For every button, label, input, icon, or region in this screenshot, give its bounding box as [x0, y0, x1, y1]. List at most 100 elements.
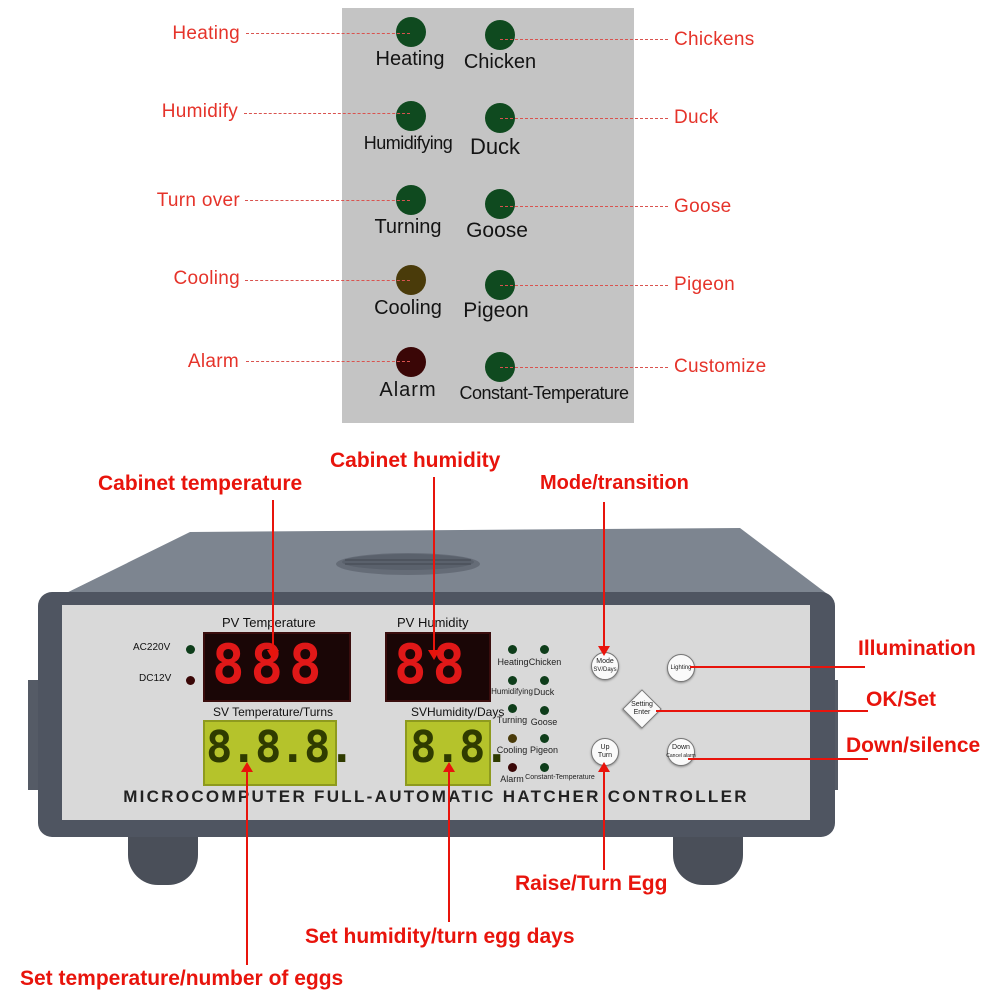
- arrow-cabinet-humidity: [428, 650, 440, 660]
- small-constant-temperature-led: [540, 763, 549, 772]
- arrow-set-temperature: [241, 762, 253, 772]
- callout-cooling: Cooling: [173, 268, 240, 289]
- small-heating-label: Heating: [497, 657, 529, 667]
- callout-line-heating: [246, 33, 410, 34]
- callout-heating: Heating: [172, 23, 240, 44]
- callout-chickens: Chickens: [674, 29, 755, 50]
- cooling-led-label: Cooling: [374, 297, 442, 319]
- pv-temperature-digits: 888: [212, 633, 328, 696]
- annotation-line-cabinet-temperature: [272, 500, 274, 652]
- chicken-led-label: Chicken: [463, 51, 537, 73]
- small-alarm-led: [508, 763, 517, 772]
- ac220v-label: AC220V: [133, 642, 171, 653]
- small-humidifying-label: Humidifying: [491, 687, 533, 696]
- small-turning-label: Turning: [496, 715, 528, 725]
- arrow-mode-transition: [598, 646, 610, 656]
- callout-pigeon: Pigeon: [674, 274, 735, 295]
- small-constant-temperature-label: Constant-Temperature: [525, 774, 595, 781]
- mode-button-bottom: SV/Days: [593, 667, 617, 673]
- callout-line-pigeon: [500, 285, 668, 286]
- up-button-top: Up: [600, 744, 610, 751]
- chicken-led: [485, 20, 515, 50]
- callout-line-turn-over: [245, 200, 410, 201]
- mode-button-top: Mode: [596, 658, 614, 665]
- annotation-line-cabinet-humidity: [433, 477, 435, 652]
- annotation-cabinet-temperature: Cabinet temperature: [98, 472, 303, 495]
- small-cooling-label: Cooling: [496, 745, 528, 755]
- left-foot: [128, 830, 198, 885]
- annotation-set-temperature: Set temperature/number of eggs: [20, 967, 344, 990]
- alarm-led-label: Alarm: [379, 379, 437, 401]
- humidifying-led: [396, 101, 426, 131]
- dc12v-led: [186, 676, 195, 685]
- mode-button[interactable]: Mode SV/Days: [591, 652, 619, 680]
- small-cooling-led: [508, 734, 517, 743]
- turning-led-label: Turning: [374, 216, 442, 238]
- up-button-bottom: Turn: [597, 752, 613, 759]
- annotation-line-raise-turn-egg: [603, 770, 605, 870]
- sv-temperature-display: [203, 720, 337, 786]
- small-pigeon-label: Pigeon: [529, 745, 559, 755]
- annotation-raise-turn-egg: Raise/Turn Egg: [515, 872, 668, 895]
- annotation-line-down-silence: [688, 758, 868, 760]
- duck-led-label: Duck: [469, 134, 521, 159]
- annotation-line-illumination: [690, 666, 865, 668]
- goose-led: [485, 189, 515, 219]
- annotation-set-humidity: Set humidity/turn egg days: [305, 925, 575, 948]
- dc12v-label: DC12V: [139, 673, 172, 684]
- annotation-illumination: Illumination: [858, 637, 976, 660]
- callout-goose: Goose: [674, 196, 732, 217]
- annotation-down-silence: Down/silence: [846, 734, 981, 757]
- goose-led-label: Goose: [466, 219, 528, 242]
- callout-customize: Customize: [674, 356, 767, 377]
- arrow-cabinet-temperature: [267, 650, 279, 660]
- down-button-bottom: Cancel alarm: [666, 753, 696, 759]
- right-foot: [673, 830, 743, 885]
- alarm-led: [396, 347, 426, 377]
- callout-duck: Duck: [674, 107, 719, 128]
- lighting-button-label: Lighting: [670, 665, 692, 671]
- setting-label-top: Setting: [631, 701, 653, 708]
- callout-line-alarm: [246, 361, 410, 362]
- setting-enter-label: Setting Enter: [622, 701, 662, 717]
- device-top-cover: [48, 528, 830, 602]
- annotation-cabinet-humidity: Cabinet humidity: [330, 449, 501, 472]
- callout-line-chickens: [500, 39, 668, 40]
- sv-temperature-digits: 8.8.8.: [206, 722, 355, 773]
- pv-temperature-title: PV Temperature: [222, 615, 316, 630]
- callout-line-cooling: [245, 280, 410, 281]
- callout-line-goose: [500, 206, 668, 207]
- indicator-panel: [342, 8, 634, 423]
- small-duck-led: [540, 676, 549, 685]
- sv-humidity-digits: 8.8.: [410, 722, 510, 773]
- callout-turn-over: Turn over: [156, 190, 240, 211]
- callout-humidify: Humidify: [161, 101, 238, 122]
- sv-temperature-title: SV Temperature/Turns: [213, 705, 334, 719]
- annotation-mode-transition: Mode/transition: [540, 472, 689, 494]
- ac220v-led: [186, 645, 195, 654]
- device-banner: MICROCOMPUTER FULL-AUTOMATIC HATCHER CON…: [123, 787, 749, 806]
- pv-humidity-title: PV Humidity: [397, 615, 469, 630]
- small-humidifying-led: [508, 676, 517, 685]
- small-goose-label: Goose: [530, 717, 558, 727]
- down-button-top: Down: [672, 744, 690, 751]
- callout-line-duck: [500, 118, 668, 119]
- left-side-tab: [28, 680, 40, 790]
- heating-led: [396, 17, 426, 47]
- callout-line-customize: [500, 367, 668, 368]
- sv-humidity-title: SVHumidity/Days: [411, 705, 505, 719]
- small-pigeon-led: [540, 734, 549, 743]
- lighting-button[interactable]: Lighting: [667, 654, 695, 682]
- small-chicken-label: Chicken: [528, 657, 562, 667]
- small-heating-led: [508, 645, 517, 654]
- callout-alarm: Alarm: [187, 351, 239, 372]
- heating-led-label: Heating: [375, 48, 445, 70]
- annotation-line-set-humidity: [448, 770, 450, 922]
- small-alarm-label: Alarm: [500, 774, 524, 784]
- pv-humidity-digits: 88: [394, 633, 472, 696]
- setting-label-bottom: Enter: [633, 709, 651, 716]
- annotation-line-mode-transition: [603, 502, 605, 648]
- down-cancel-button[interactable]: Down Cancel alarm: [666, 738, 696, 766]
- annotation-ok-set: OK/Set: [866, 688, 937, 711]
- small-goose-led: [540, 706, 549, 715]
